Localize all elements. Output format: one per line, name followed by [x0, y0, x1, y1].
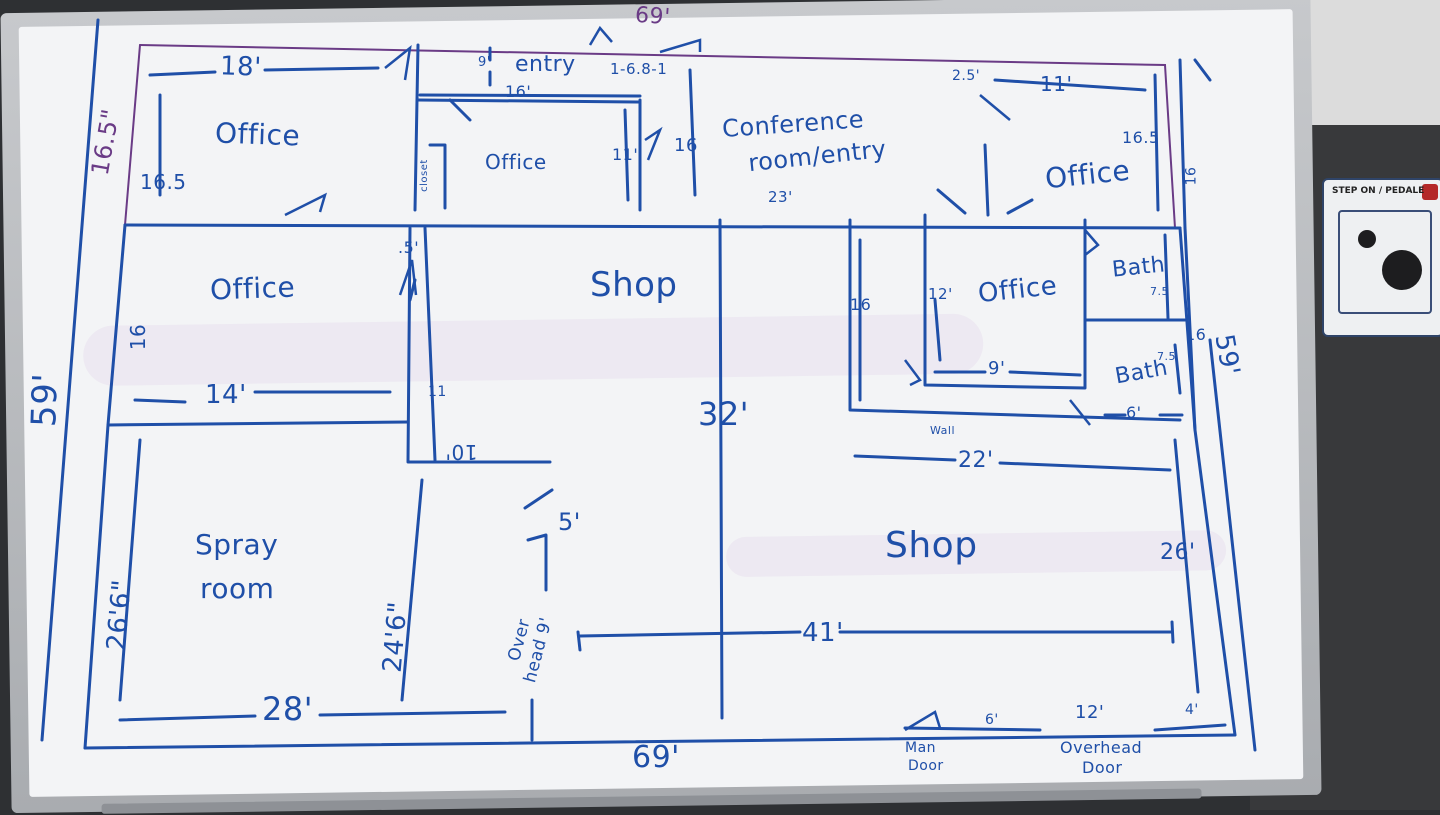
- east-upper-dim: 16: [1183, 166, 1200, 186]
- overhead-door-width: 12': [1075, 702, 1105, 723]
- office-ne-depth: 16.5: [1122, 128, 1160, 147]
- device-tag: STEP ON / PEDALE: [1332, 186, 1425, 196]
- conference-depth: 16: [674, 135, 698, 156]
- shop-south-depth: 26': [1160, 540, 1196, 565]
- office-w-offset: .5': [398, 238, 420, 257]
- spray-label-2: room: [200, 572, 275, 605]
- entry-door-dim: 1-6.8-1: [610, 60, 668, 78]
- bottom-width: 69': [632, 740, 680, 775]
- spray-depth: 26'6": [101, 578, 138, 652]
- man-door-2: Door: [908, 758, 944, 774]
- overhead-door-1: Overhead: [1060, 738, 1143, 757]
- red-button: [1422, 184, 1438, 200]
- bath1-dim: 7.5: [1150, 285, 1169, 298]
- shop-north-label: Shop: [590, 265, 678, 305]
- office-nw-depth: 16.5: [140, 170, 187, 194]
- trash-can-lid: STEP ON / PEDALE: [1322, 178, 1440, 337]
- office-w-depth: 16: [126, 323, 151, 351]
- office-small-width: 16': [505, 82, 532, 101]
- office-ne-width: 11': [1040, 72, 1073, 96]
- bath2-dim: 7.5: [1157, 350, 1176, 363]
- spray-inner-depth: 24'6": [377, 600, 414, 674]
- wall-note: Wall: [930, 424, 956, 437]
- office-nw-label: Office: [214, 116, 301, 153]
- office-small-depth: 11': [612, 145, 639, 164]
- closet-label: closet: [418, 159, 430, 192]
- overhead-door-2: Door: [1082, 758, 1123, 777]
- step-icon: [1358, 230, 1376, 248]
- conference-width: 23': [768, 188, 793, 206]
- entry-depth: 9': [478, 55, 491, 70]
- office-mid-depth: 12': [928, 285, 953, 303]
- bath2-width: 6': [1126, 403, 1142, 422]
- door-swings: [284, 25, 1100, 732]
- step-icon-panel: [1338, 210, 1432, 314]
- corner-gap: 4': [1185, 702, 1199, 718]
- office-ne-side: 2.5': [952, 68, 981, 84]
- office-w-label: Office: [209, 270, 296, 307]
- office-small-label: Office: [485, 150, 547, 174]
- shop-north-depth: 32': [698, 395, 750, 433]
- shop-south-label: Shop: [885, 525, 978, 566]
- office-mid-side: 16: [850, 295, 872, 314]
- spray-width: 28': [262, 690, 314, 728]
- spray-label-1: Spray: [195, 528, 279, 561]
- door-gap: 6': [985, 712, 999, 728]
- blue-walls: [40, 18, 1257, 752]
- shop-east-dim: 16: [1185, 325, 1207, 344]
- spray-jog: 5': [558, 508, 581, 536]
- man-door-1: Man: [905, 740, 937, 756]
- spray-corridor: 10': [445, 440, 478, 464]
- left-height: 59': [24, 372, 66, 428]
- purple-outline: [124, 44, 1176, 229]
- shop-south-width-lower: 41': [802, 618, 844, 648]
- office-mid-width: 9': [988, 358, 1006, 379]
- office-nw-width: 18': [219, 51, 263, 83]
- entry-label: entry: [515, 52, 576, 77]
- top-width: 69': [634, 2, 672, 31]
- office-w-width: 14': [205, 380, 247, 410]
- shop-south-width-upper: 22': [958, 448, 994, 473]
- pedal-icon: [1382, 250, 1422, 290]
- spray-wall-mark: 11: [428, 384, 447, 400]
